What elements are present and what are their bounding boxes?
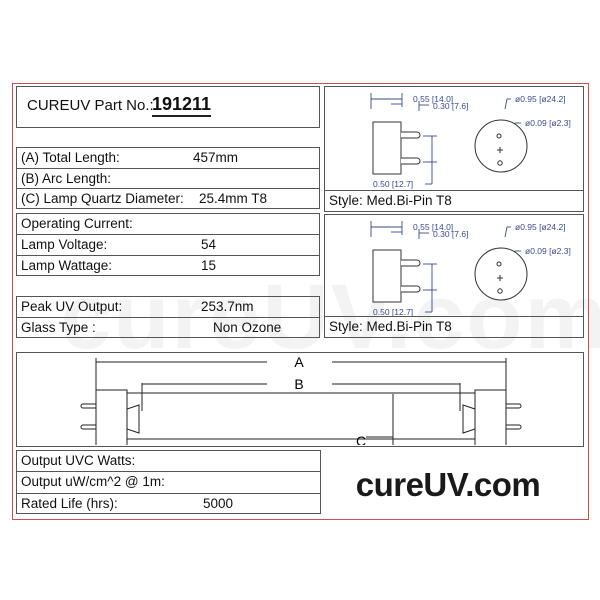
dim-diameter: ø0.95 [ø24.2] — [515, 94, 566, 104]
spec-row: (A) Total Length: 457mm — [17, 148, 319, 169]
spec-row: (B) Arc Length: — [17, 169, 319, 189]
spec-row: Peak UV Output: 253.7nm — [17, 297, 319, 318]
spec-label: (B) Arc Length: — [21, 170, 112, 186]
spec-row: Output uW/cm^2 @ 1m: — [17, 472, 320, 494]
dimension-table: (A) Total Length: 457mm (B) Arc Length: (C)… — [16, 147, 320, 209]
style-label-bottom: Style: Med.Bi-Pin T8 — [325, 316, 583, 337]
spec-label: Output UVC Watts: — [21, 453, 136, 468]
output-table: Output UVC Watts: Output uW/cm^2 @ 1m: Rat… — [16, 450, 321, 514]
spec-value: 15 — [201, 258, 217, 273]
connector-diagram: 0.55 [14.0] 0.30 [7.6] 0.50 [12.7] ø0.95… — [370, 221, 571, 317]
dim-pin-length: 0.30 [7.6] — [433, 229, 468, 239]
spec-label: (A) Total Length: — [21, 150, 120, 165]
spec-row: Lamp Voltage: 54 — [17, 235, 319, 256]
spec-value: 25.4mm T8 — [199, 191, 268, 206]
dim-diameter: ø0.95 [ø24.2] — [515, 222, 566, 232]
connector-box-bottom: 0.55 [14.0] 0.30 [7.6] 0.50 [12.7] ø0.95… — [324, 214, 584, 338]
spec-row: Lamp Wattage: 15 — [17, 256, 319, 277]
dim-length: 0.55 [14.0] — [413, 94, 453, 104]
spec-value: 457mm — [193, 150, 239, 165]
spec-value: 5000 — [203, 495, 234, 511]
spec-label: Operating Current: — [21, 216, 133, 231]
dimension-b-label: B — [294, 376, 303, 392]
dim-length: 0.55 [14.0] — [413, 222, 453, 232]
spec-row: Operating Current: — [17, 214, 319, 235]
spec-label: Glass Type : — [21, 320, 96, 335]
connector-diagram: 0.55 [14.0] 0.30 [7.6] 0.50 [12.7] ø0.95… — [370, 93, 571, 189]
spec-row: Output UVC Watts: — [17, 451, 320, 473]
style-label-top: Style: Med.Bi-Pin T8 — [325, 190, 583, 211]
part-number-label: CUREUV Part No.: — [27, 97, 154, 114]
spec-row: Glass Type : Non Ozone — [17, 318, 319, 339]
part-number-box: CUREUV Part No.: 191211 — [16, 86, 320, 128]
spec-label: Output uW/cm^2 @ 1m: — [21, 474, 165, 490]
cureuv-logo: cureUV.com — [355, 466, 541, 503]
spec-value: 54 — [201, 237, 217, 252]
dimension-c-label: C — [356, 433, 366, 445]
spec-value: Non Ozone — [213, 320, 282, 335]
dim-pin-spacing: 0.50 [12.7] — [373, 179, 413, 189]
spec-row: Rated Life (hrs): 5000 — [17, 494, 320, 515]
spec-label: (C) Lamp Quartz Diameter: — [21, 191, 184, 206]
spec-label: Peak UV Output: — [21, 299, 123, 314]
dim-pin-spacing: 0.50 [12.7] — [373, 307, 413, 317]
spec-row: (C) Lamp Quartz Diameter: 25.4mm T8 — [17, 189, 319, 210]
sheet-frame — [12, 83, 589, 520]
dim-pin-diameter: ø0.09 [ø2.3] — [525, 246, 571, 256]
dimension-a-label: A — [294, 354, 304, 370]
dim-pin-diameter: ø0.09 [ø2.3] — [525, 118, 571, 128]
lamp-drawing-box: A B C — [16, 352, 584, 447]
spec-label: Lamp Voltage: — [21, 237, 108, 252]
dim-pin-length: 0.30 [7.6] — [433, 101, 468, 111]
spec-label: Lamp Wattage: — [21, 258, 113, 273]
lamp-drawing: A B C — [80, 354, 522, 445]
part-number-value: 191211 — [152, 93, 212, 117]
spec-value: 253.7nm — [201, 299, 254, 314]
connector-box-top: 0.55 [14.0] 0.30 [7.6] 0.50 [12.7] ø0.95… — [324, 86, 584, 212]
spec-label: Rated Life (hrs): — [21, 495, 118, 511]
